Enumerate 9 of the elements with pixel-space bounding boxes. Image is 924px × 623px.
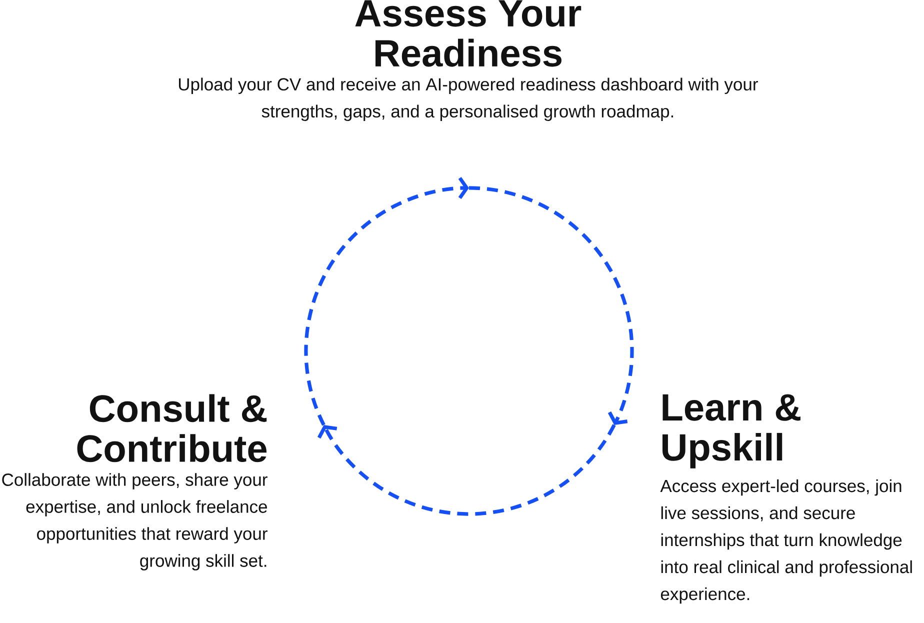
cycle-arrow bbox=[317, 424, 616, 516]
step-description: Access expert-led courses, join live sessions, and secure internships that turn knowledge into real clinical and professional experience. bbox=[660, 479, 912, 604]
step-heading: Assess Your Readiness bbox=[355, 0, 582, 67]
cycle-arrow bbox=[304, 176, 469, 426]
step-description: Collaborate with peers, share your expertise, and unlock freelance opportunities that reward your growing skill set. bbox=[2, 473, 268, 570]
step-heading: Learn & Upskill bbox=[662, 394, 800, 468]
cycle-arrow bbox=[468, 186, 634, 425]
step-description: Upload your CV and receive an AI-powered readiness dashboard with your strengths, gaps, and a personalised growth roadmap. bbox=[178, 78, 758, 122]
step-heading: Consult & Contribute bbox=[77, 394, 267, 462]
